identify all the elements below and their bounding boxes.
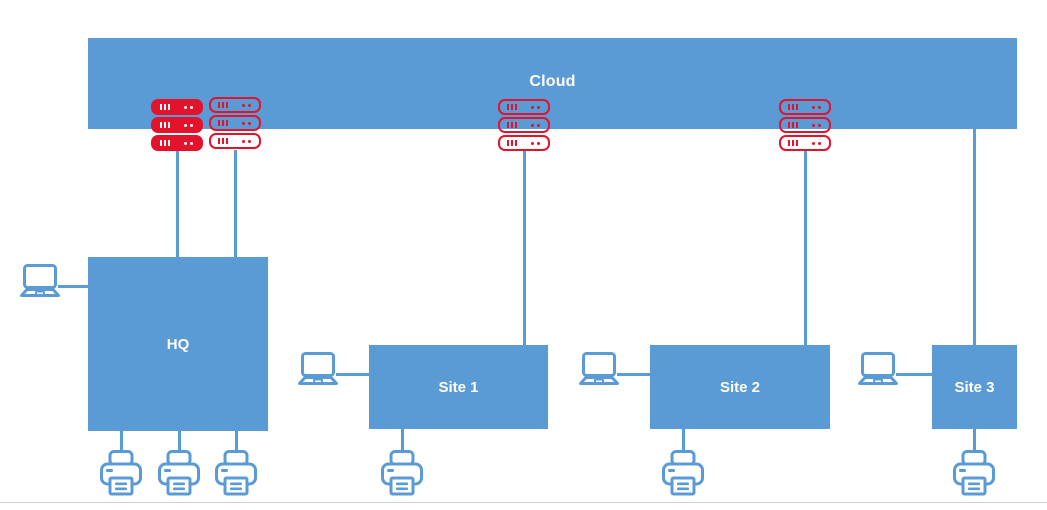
link-hq-printer-1: [120, 428, 123, 452]
server-unit-icon: [779, 135, 831, 151]
printer-icon[interactable]: [379, 448, 425, 498]
node-box-hq[interactable]: HQ: [88, 257, 268, 431]
server-leds-icon: [242, 122, 251, 125]
link-site1-server: [523, 150, 526, 348]
link-site3-printer-1: [973, 426, 976, 452]
server-leds-icon: [242, 104, 251, 107]
server-leds-icon: [812, 142, 821, 145]
server-leds-icon: [531, 106, 540, 109]
server-bars-icon: [788, 104, 798, 110]
link-hq-laptop: [58, 285, 92, 288]
laptop-icon[interactable]: [856, 348, 900, 392]
server-bars-icon: [160, 104, 170, 110]
server-unit-icon: [209, 115, 261, 131]
server-bars-icon: [788, 140, 798, 146]
server-bars-icon: [160, 140, 170, 146]
server-bars-icon: [218, 138, 228, 144]
link-site1-laptop: [336, 373, 372, 376]
printer-icon[interactable]: [213, 448, 259, 498]
link-hq-printer-3: [235, 428, 238, 452]
server-leds-icon: [812, 124, 821, 127]
server-leds-icon: [812, 106, 821, 109]
server-unit-icon: [151, 135, 203, 151]
server-leds-icon: [242, 140, 251, 143]
link-site2-printer-1: [682, 426, 685, 452]
node-box-site2[interactable]: Site 2: [650, 345, 830, 429]
server-stack-hq-primary[interactable]: [151, 99, 203, 151]
server-unit-icon: [498, 117, 550, 133]
server-stack-site2[interactable]: [779, 99, 831, 151]
link-hq-printer-2: [178, 428, 181, 452]
laptop-icon[interactable]: [18, 260, 62, 304]
node-box-site1[interactable]: Site 1: [369, 345, 548, 429]
server-bars-icon: [218, 120, 228, 126]
server-unit-icon: [779, 99, 831, 115]
laptop-icon[interactable]: [296, 348, 340, 392]
link-site3-laptop: [896, 373, 935, 376]
server-unit-icon: [151, 99, 203, 115]
server-bars-icon: [507, 140, 517, 146]
server-bars-icon: [218, 102, 228, 108]
server-stack-hq-backup[interactable]: [209, 97, 261, 149]
cloud-label: Cloud: [529, 73, 576, 90]
printer-icon[interactable]: [660, 448, 706, 498]
server-unit-icon: [498, 99, 550, 115]
printer-icon[interactable]: [156, 448, 202, 498]
cloud-region[interactable]: [88, 38, 1017, 129]
server-stack-site1[interactable]: [498, 99, 550, 151]
server-unit-icon: [779, 117, 831, 133]
link-site1-printer-1: [401, 426, 404, 452]
node-label-site3: Site 3: [954, 378, 995, 396]
node-label-hq: HQ: [166, 335, 190, 353]
server-bars-icon: [788, 122, 798, 128]
link-hq-server-primary: [176, 150, 179, 260]
link-site2-server: [804, 150, 807, 348]
server-unit-icon: [209, 133, 261, 149]
server-leds-icon: [531, 142, 540, 145]
server-unit-icon: [498, 135, 550, 151]
server-leds-icon: [184, 142, 193, 145]
printer-icon[interactable]: [951, 448, 997, 498]
server-unit-icon: [209, 97, 261, 113]
link-cloud-site3: [973, 126, 976, 348]
server-bars-icon: [507, 122, 517, 128]
link-site2-laptop: [617, 373, 653, 376]
server-bars-icon: [160, 122, 170, 128]
server-leds-icon: [184, 124, 193, 127]
server-bars-icon: [507, 104, 517, 110]
link-hq-server-backup: [234, 150, 237, 260]
node-label-site1: Site 1: [438, 378, 479, 396]
node-label-site2: Site 2: [719, 378, 761, 396]
bottom-divider: [0, 502, 1047, 503]
node-box-site3[interactable]: Site 3: [932, 345, 1017, 429]
server-leds-icon: [184, 106, 193, 109]
printer-icon[interactable]: [98, 448, 144, 498]
laptop-icon[interactable]: [577, 348, 621, 392]
server-leds-icon: [531, 124, 540, 127]
server-unit-icon: [151, 117, 203, 133]
